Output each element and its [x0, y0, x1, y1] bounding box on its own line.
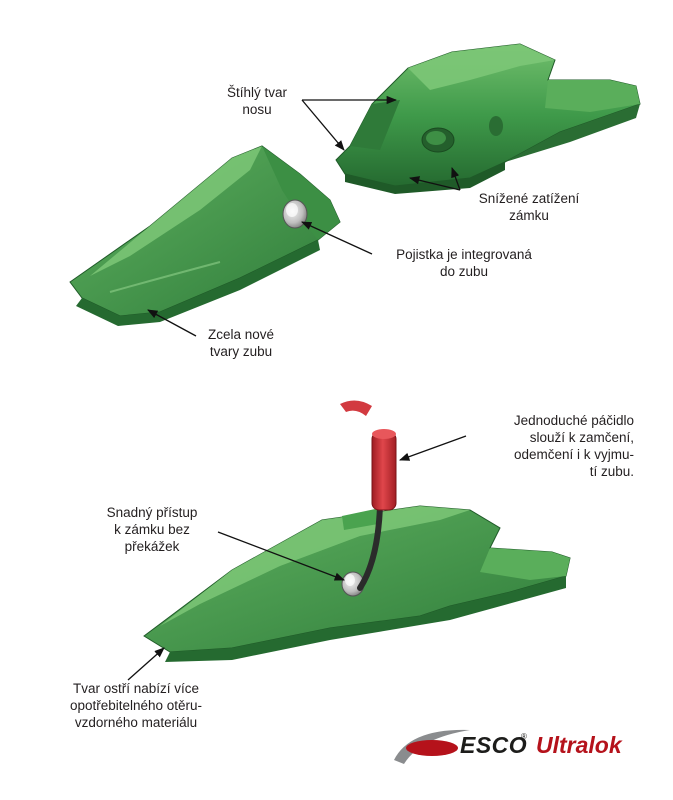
esco-logo — [394, 729, 470, 764]
brand-company: ESCO — [460, 732, 528, 758]
pry-bar-tool — [340, 400, 397, 591]
label-edge: Tvar ostří nabízí více opotřebitelného o… — [69, 681, 203, 730]
label-integrated-lock: Pojistka je integrovaná do zubu — [396, 247, 532, 279]
brand-logo: ESCO ® Ultralok — [388, 722, 658, 774]
label-tooth-shape: Zcela nové tvary zubu — [207, 327, 275, 359]
label-lock-load: Snížené zatížení zámku — [478, 191, 580, 223]
brand-product: Ultralok — [536, 732, 622, 758]
label-nose-shape: Štíhlý tvar nosu — [226, 85, 288, 117]
tooth-top — [69, 145, 341, 326]
brand-registered-mark: ® — [521, 732, 527, 741]
leader-lines — [127, 95, 467, 681]
adapter-top — [335, 43, 641, 194]
label-access: Snadný přístup k zámku bez překážek — [106, 505, 198, 554]
assembly-bottom — [143, 505, 571, 662]
label-lever: Jednoduché páčidlo slouží k zamčení, ode… — [513, 413, 634, 479]
